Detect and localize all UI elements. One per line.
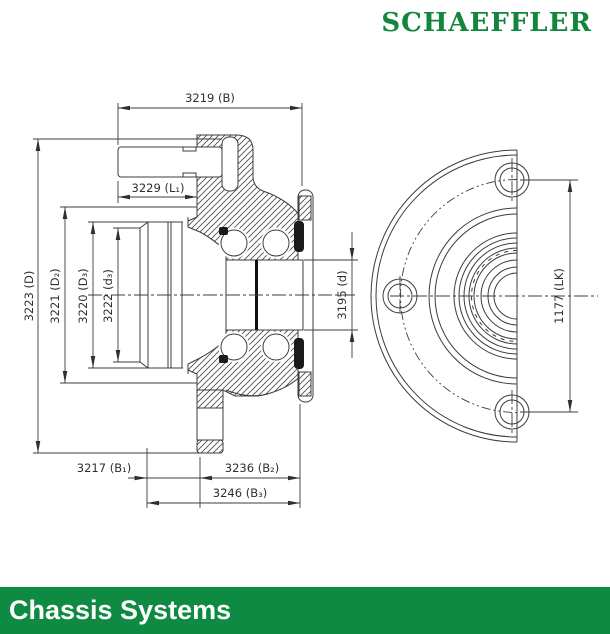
shaft-groove-bottom <box>182 172 197 178</box>
ball-top-left <box>220 229 248 257</box>
dim-d3-label: 3222 (d₃) <box>101 269 115 323</box>
dimensions <box>33 103 578 508</box>
foot-hatch-cap <box>196 439 224 454</box>
lip-hatch-bottom <box>298 371 312 397</box>
flange-outer-arc-1 <box>370 149 518 443</box>
dim-LK-label: 1177 (LK) <box>552 268 566 324</box>
seal-outboard-top <box>294 221 304 252</box>
shaft-groove-top <box>182 146 197 152</box>
dim-d-arrow-top <box>349 248 355 260</box>
dim-d-label: 3195 (d) <box>335 270 349 319</box>
seal-outboard-bottom <box>294 338 304 369</box>
dimension-labels: 3219 (B) 3229 (L₁) 3223 (D) 3221 (D₂) 32… <box>22 91 566 500</box>
dim-d-arrow-bottom <box>349 330 355 342</box>
banner-title: Chassis Systems <box>9 595 232 625</box>
dim-D3-label: 3220 (D₃) <box>76 268 90 323</box>
dim-D2-label: 3221 (D₂) <box>48 268 62 323</box>
foot-contour <box>225 389 269 397</box>
ball-top-right <box>262 229 290 257</box>
foot-hatch-top <box>196 389 224 409</box>
schaeffler-logo: SCHAEFFLER <box>381 8 592 38</box>
dim-B-label: 3219 (B) <box>185 91 235 105</box>
seal-inboard-top <box>219 227 228 235</box>
shaft-end-cap <box>221 136 239 192</box>
seal-inboard-bottom <box>219 355 228 363</box>
ball-bottom-right <box>262 333 290 361</box>
front-view-centerlines <box>390 158 598 434</box>
foot-window <box>196 407 224 441</box>
section-view <box>88 134 358 454</box>
dim-B1-arrow-left <box>134 475 147 481</box>
chassis-systems-banner: Chassis Systems <box>0 587 610 634</box>
dim-L1-label: 3229 (L₁) <box>132 181 185 195</box>
ball-bottom-left <box>220 333 248 361</box>
extension-lines <box>33 103 578 508</box>
dim-D-label: 3223 (D) <box>22 271 36 322</box>
shaft <box>117 146 223 178</box>
dim-B1-label: 3217 (B₁) <box>77 461 131 475</box>
flange-outer-arc-2 <box>375 154 518 438</box>
wheel-flange-disc <box>139 217 189 374</box>
front-view <box>370 149 598 443</box>
lip-hatch-top <box>298 195 312 221</box>
dim-B2-label: 3236 (B₂) <box>225 461 279 475</box>
bearing-balls <box>218 227 292 363</box>
dim-B3-label: 3246 (B₃) <box>213 486 267 500</box>
